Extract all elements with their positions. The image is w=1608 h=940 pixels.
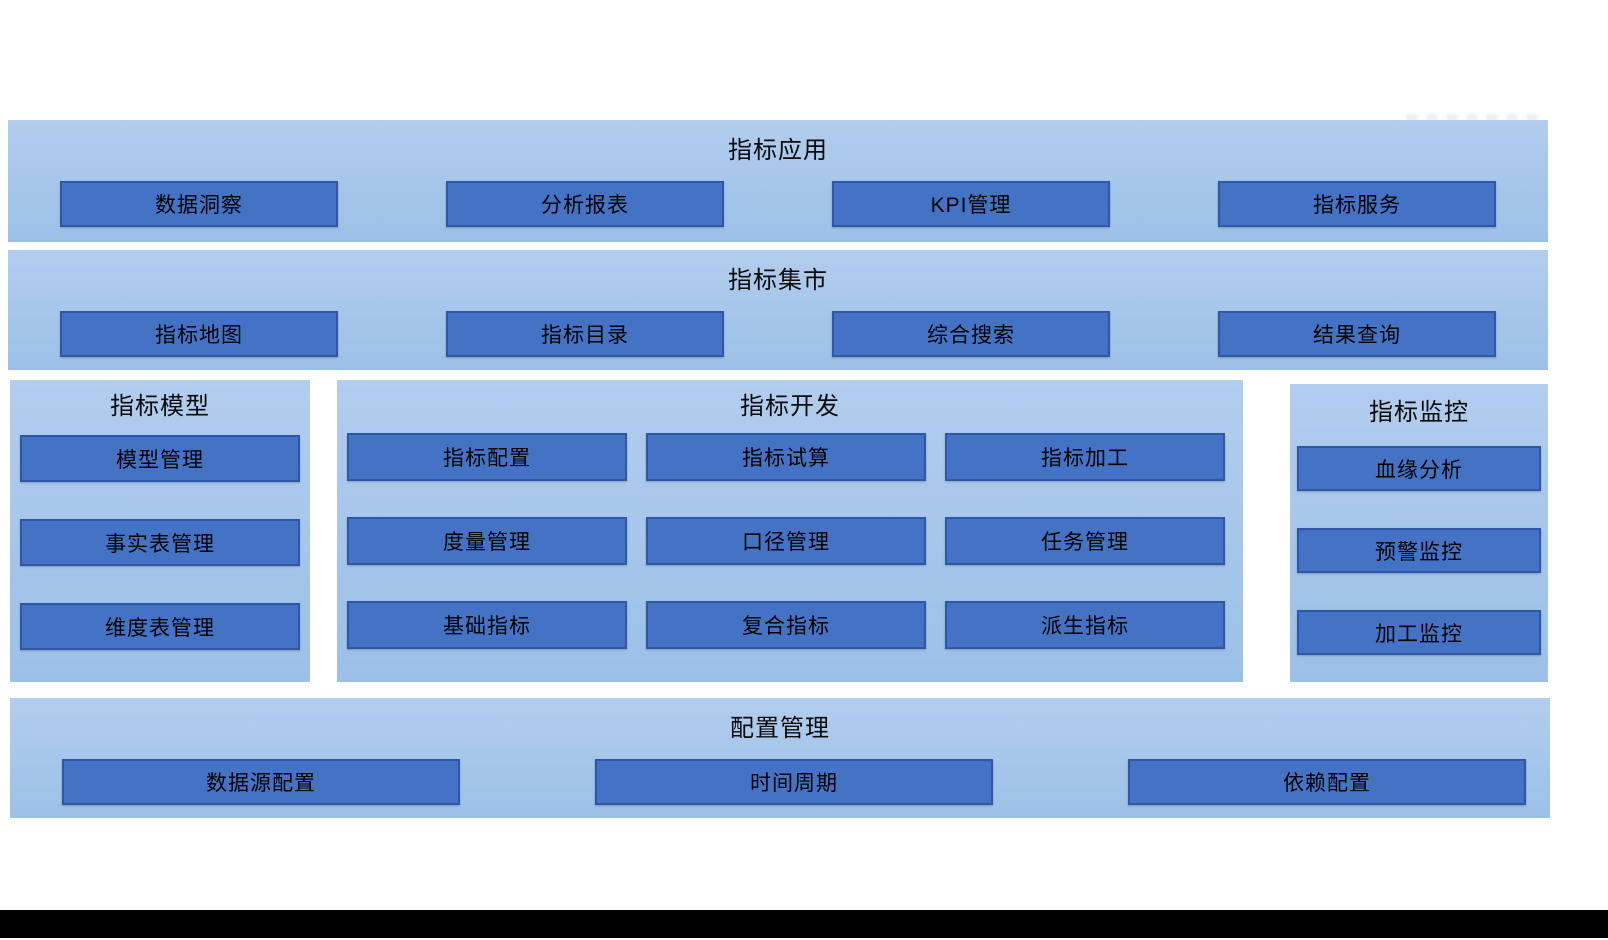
- module-unified-search: 综合搜索: [832, 311, 1110, 357]
- module-alert-monitoring: 预警监控: [1297, 528, 1541, 573]
- module-basic-indicator: 基础指标: [347, 601, 627, 649]
- module-indicator-catalog: 指标目录: [446, 311, 724, 357]
- module-fact-table-management: 事实表管理: [20, 519, 300, 566]
- module-row-application: 数据洞察 分析报表 KPI管理 指标服务: [8, 181, 1548, 227]
- module-row-market: 指标地图 指标目录 综合搜索 结果查询: [8, 311, 1548, 357]
- section-indicator-application: 指标应用 数据洞察 分析报表 KPI管理 指标服务: [8, 120, 1548, 242]
- module-indicator-map: 指标地图: [60, 311, 338, 357]
- module-model-management: 模型管理: [20, 435, 300, 482]
- module-stack-monitoring: 血缘分析 预警监控 加工监控: [1290, 446, 1548, 655]
- footer-black-bar: [0, 910, 1608, 938]
- module-measure-management: 度量管理: [347, 517, 627, 565]
- section-title-indicator-application: 指标应用: [728, 137, 828, 164]
- module-kpi-management: KPI管理: [832, 181, 1110, 227]
- section-title-indicator-market: 指标集市: [728, 267, 828, 294]
- section-indicator-monitoring: 指标监控 血缘分析 预警监控 加工监控: [1290, 384, 1548, 682]
- module-analysis-report: 分析报表: [446, 181, 724, 227]
- module-caliber-management: 口径管理: [646, 517, 926, 565]
- module-grid-development: 指标配置 指标试算 指标加工 度量管理 口径管理 任务管理 基础指标 复合指标 …: [337, 433, 1243, 649]
- module-processing-monitoring: 加工监控: [1297, 610, 1541, 655]
- module-stack-model: 模型管理 事实表管理 维度表管理: [10, 435, 310, 650]
- module-composite-indicator: 复合指标: [646, 601, 926, 649]
- section-configuration-management: 配置管理 数据源配置 时间周期 依赖配置: [10, 698, 1550, 818]
- module-data-insight: 数据洞察: [60, 181, 338, 227]
- module-dependency-config: 依赖配置: [1128, 759, 1526, 805]
- section-indicator-model: 指标模型 模型管理 事实表管理 维度表管理: [10, 380, 310, 682]
- section-indicator-market: 指标集市 指标地图 指标目录 综合搜索 结果查询: [8, 250, 1548, 370]
- section-indicator-development: 指标开发 指标配置 指标试算 指标加工 度量管理 口径管理 任务管理 基础指标 …: [337, 380, 1243, 682]
- module-indicator-service: 指标服务: [1218, 181, 1496, 227]
- module-indicator-processing: 指标加工: [945, 433, 1225, 481]
- module-indicator-trial-calc: 指标试算: [646, 433, 926, 481]
- module-time-period: 时间周期: [595, 759, 993, 805]
- module-result-query: 结果查询: [1218, 311, 1496, 357]
- module-indicator-config: 指标配置: [347, 433, 627, 481]
- module-task-management: 任务管理: [945, 517, 1225, 565]
- module-dimension-table-management: 维度表管理: [20, 603, 300, 650]
- section-title-indicator-development: 指标开发: [740, 393, 840, 420]
- module-derived-indicator: 派生指标: [945, 601, 1225, 649]
- section-title-configuration-management: 配置管理: [730, 715, 830, 742]
- section-title-indicator-model: 指标模型: [110, 393, 210, 420]
- module-row-configuration: 数据源配置 时间周期 依赖配置: [10, 759, 1550, 805]
- module-datasource-config: 数据源配置: [62, 759, 460, 805]
- module-lineage-analysis: 血缘分析: [1297, 446, 1541, 491]
- section-title-indicator-monitoring: 指标监控: [1369, 399, 1469, 426]
